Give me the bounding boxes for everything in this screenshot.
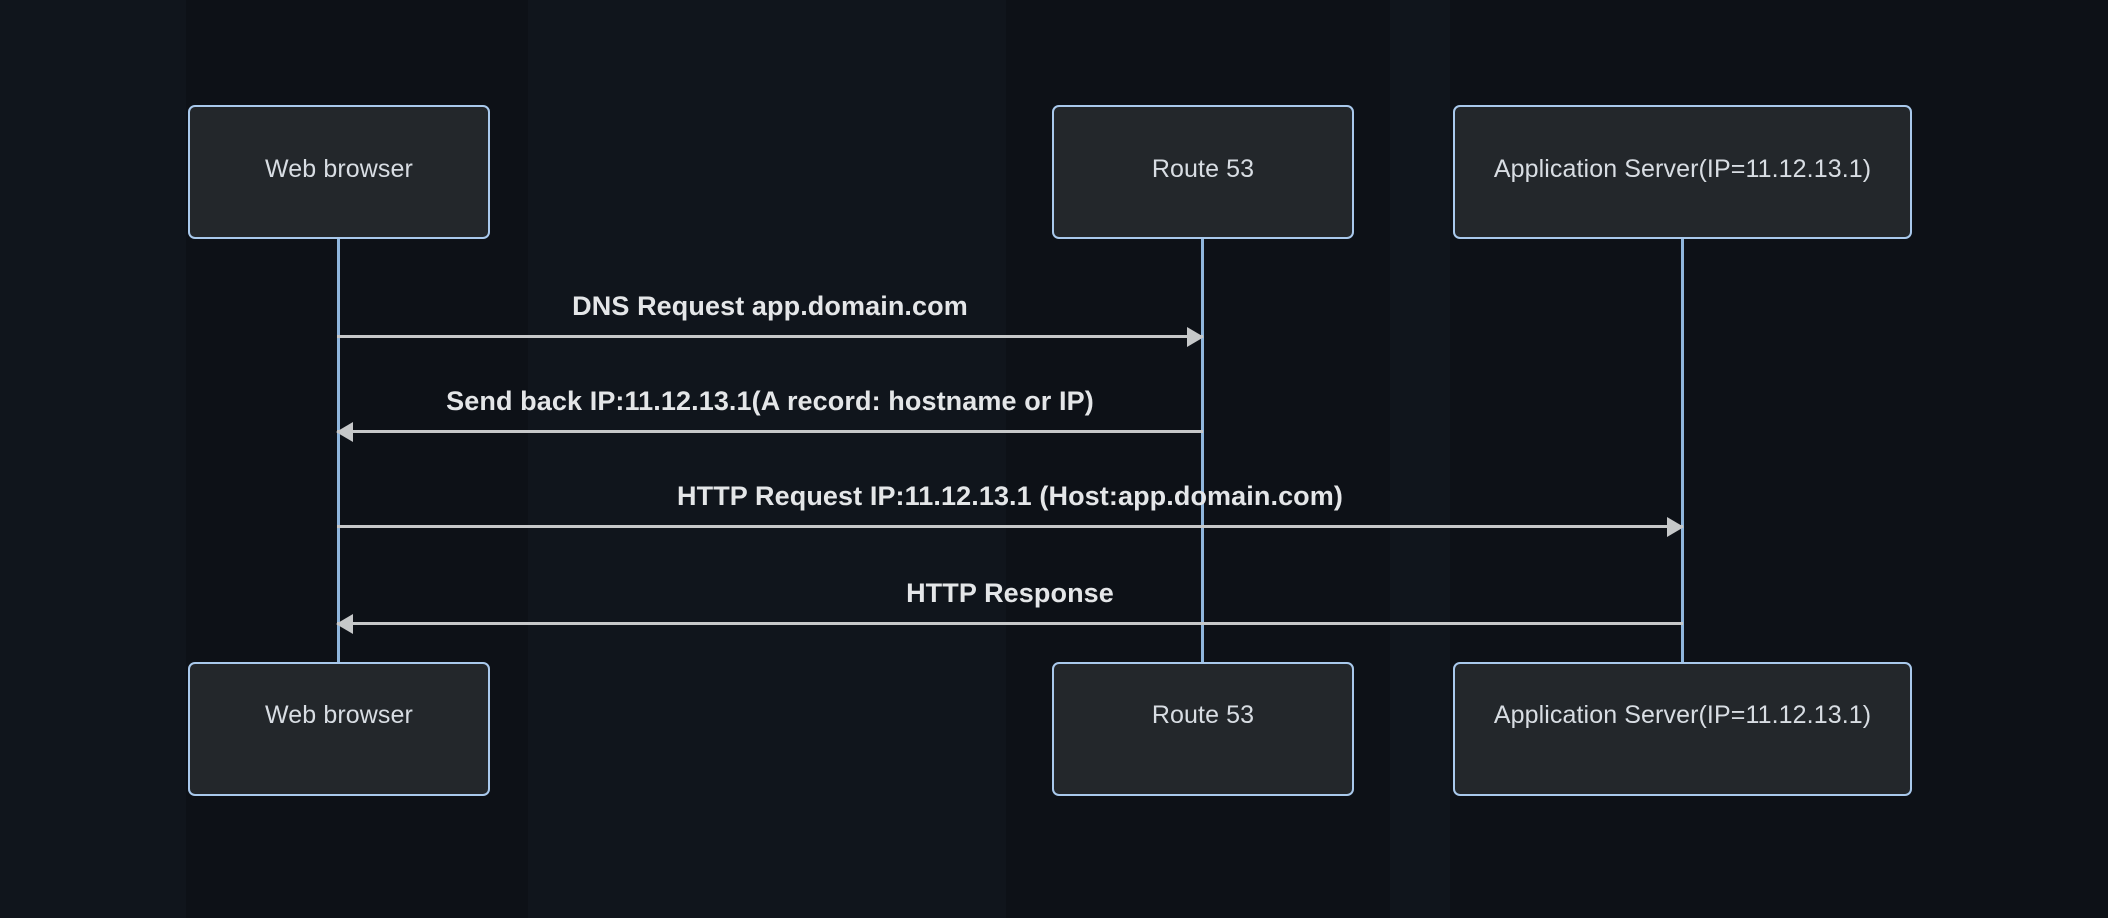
participant-box-browser-bottom[interactable]: Web browser: [188, 662, 490, 796]
lifeline-browser: [337, 238, 340, 662]
participant-box-route53-top[interactable]: Route 53: [1052, 105, 1354, 239]
participant-label-browser-top: Web browser: [265, 154, 413, 183]
arrowhead-right-http-request: [1667, 517, 1684, 537]
participant-box-browser-top[interactable]: Web browser: [188, 105, 490, 239]
participant-box-appserver-bottom[interactable]: Application Server(IP=11.12.13.1): [1453, 662, 1912, 796]
message-line-dns-request: [337, 335, 1203, 338]
message-label-dns-request: DNS Request app.domain.com: [572, 291, 968, 321]
lifeline-route53: [1201, 238, 1204, 662]
message-label-http-response: HTTP Response: [906, 578, 1114, 608]
participant-label-appserver-top: Application Server(IP=11.12.13.1): [1493, 154, 1872, 183]
message-label-send-back-ip: Send back IP:11.12.13.1(A record: hostna…: [446, 386, 1094, 416]
participant-label-browser-bottom: Web browser: [265, 700, 413, 729]
message-line-http-response: [337, 622, 1683, 625]
background-band-right: [1390, 0, 1450, 918]
participant-label-route53-bottom: Route 53: [1151, 700, 1255, 729]
participant-box-appserver-top[interactable]: Application Server(IP=11.12.13.1): [1453, 105, 1912, 239]
arrowhead-right-dns-request: [1187, 327, 1204, 347]
message-label-http-request: HTTP Request IP:11.12.13.1 (Host:app.dom…: [677, 481, 1343, 511]
arrowhead-left-http-response: [336, 614, 353, 634]
message-line-send-back-ip: [337, 430, 1203, 433]
arrowhead-left-send-back-ip: [336, 422, 353, 442]
lifeline-appserver: [1681, 238, 1684, 662]
participant-label-route53-top: Route 53: [1151, 154, 1255, 183]
background-band-left: [0, 0, 186, 918]
participant-box-route53-bottom[interactable]: Route 53: [1052, 662, 1354, 796]
background-band-middle: [528, 0, 1006, 918]
message-line-http-request: [337, 525, 1683, 528]
participant-label-appserver-bottom: Application Server(IP=11.12.13.1): [1493, 700, 1872, 729]
